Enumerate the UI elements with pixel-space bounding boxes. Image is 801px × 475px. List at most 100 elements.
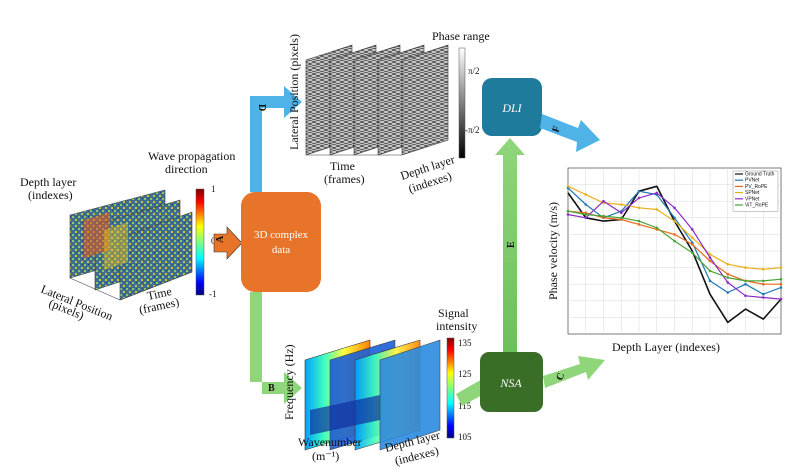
left-colorbar-tick-mid: 0 [211, 236, 216, 246]
chart-ylabel: Phase velocity (m/s) [546, 202, 560, 300]
left-colorbar [195, 188, 205, 296]
chart-data-point [637, 206, 641, 210]
chart-data-point [708, 256, 712, 259]
nsa-box [480, 352, 543, 412]
chart-data-point [726, 276, 730, 279]
bottom-colorbar-tick-105: 105 [458, 432, 472, 442]
chart-data-point [726, 291, 730, 294]
dli-box-label: DLI [501, 101, 522, 115]
bottom-colorbar [446, 337, 455, 439]
chart-data-point [744, 279, 747, 283]
arrow-f-label: F [550, 125, 562, 135]
chart-data-point [655, 226, 659, 230]
chart-data-point [691, 236, 694, 239]
left-time-label-1: Time [146, 284, 173, 303]
center-box-line1: 3D complex [254, 229, 309, 241]
chart-data-point [673, 239, 676, 243]
dli-box [482, 78, 542, 136]
phase-range-label: Phase range [432, 29, 490, 43]
chart-data-point [566, 185, 570, 188]
chart-data-point [779, 286, 783, 289]
arrow-d [250, 86, 302, 192]
wave-propagation-label-1: Wave propagation [148, 149, 235, 163]
chart-legend-label: PVNet [745, 178, 760, 184]
chart-data-point [602, 214, 605, 218]
chart-data-point [744, 266, 747, 269]
bottom-colorbar-tick-125: 125 [458, 369, 472, 379]
top-phase-stack [305, 44, 449, 156]
chart-data-point [708, 269, 712, 273]
chart-data-point [584, 203, 588, 206]
center-box-line2: data [272, 244, 290, 256]
chart-data-point [744, 294, 747, 298]
top-colorbar-tick-bottom: -π/2 [465, 125, 480, 135]
chart-legend-label: Ground Truth [745, 172, 775, 178]
left-time-label-2: (frames) [138, 295, 181, 317]
chart-legend-label: PV_RoPE [745, 184, 768, 190]
wave-propagation-label-2: direction [165, 162, 208, 176]
chart-legend-label: ViT_RoPE [745, 203, 769, 209]
chart-data-point [620, 203, 623, 206]
arrow-f [540, 114, 600, 152]
nsa-box-label: NSA [499, 376, 522, 390]
top-colorbar-tick-top: π/2 [468, 66, 480, 76]
chart-data-point [602, 199, 605, 203]
arrow-a-label: A [215, 235, 226, 243]
bottom-spectrum-stack [304, 339, 441, 451]
arrow-b [250, 292, 302, 404]
chart-data-point [655, 208, 659, 211]
chart-data-point [620, 216, 623, 220]
arrow-e [495, 138, 525, 352]
arrow-b-label: B [268, 383, 275, 394]
chart-data-point [744, 282, 747, 286]
chart-data-point [637, 196, 641, 200]
chart-data-point [620, 211, 623, 215]
chart-data-point [762, 279, 765, 283]
chart-data-point [691, 251, 694, 254]
bottom-colorbar-tick-115: 115 [458, 401, 472, 411]
chart-data-point [673, 206, 676, 210]
chart-xlabel: Depth Layer (indexes) [612, 340, 720, 354]
wavenumber-label-2: (m⁻¹) [312, 449, 339, 463]
chart-data-point [762, 268, 765, 271]
top-time-label-2: (frames) [324, 172, 365, 186]
chart-data-point [655, 191, 659, 195]
chart-data-point [779, 266, 783, 269]
left-colorbar-tick-top: 1 [211, 184, 216, 194]
chart-data-point [637, 223, 641, 226]
arrow-spectrum-to-nsa [456, 378, 484, 406]
chart-data-point [779, 297, 783, 301]
frequency-label: Frequency (Hz) [282, 344, 296, 420]
chart-data-point [726, 263, 730, 266]
chart-data-point [762, 296, 765, 299]
chart-legend-label: SPNet [745, 190, 760, 196]
left-colorbar-tick-bottom: -1 [209, 289, 217, 299]
chart-legend-label: VPNet [745, 196, 760, 202]
chart-data-point [637, 189, 641, 193]
chart-data-point [691, 228, 694, 231]
chart-data-point [584, 216, 588, 220]
left-depth-label-1: Depth layer [20, 175, 76, 189]
chart-data-point [708, 253, 712, 256]
chart-data-point [762, 282, 765, 286]
chart-series-group [566, 185, 783, 324]
bottom-colorbar-tick-135: 135 [458, 338, 472, 348]
chart-data-point [673, 219, 676, 223]
chart-data-point [673, 233, 676, 236]
chart-data-point [779, 282, 783, 286]
arrow-c [543, 356, 605, 388]
left-wave-stack [69, 189, 193, 301]
chart-data-point [726, 272, 730, 276]
chart-data-point [762, 292, 765, 296]
arrow-d-label: D [256, 104, 267, 111]
chart-data-point [673, 216, 676, 220]
chart-data-point [584, 213, 588, 216]
left-depth-label-2: (indexes) [28, 188, 73, 202]
arrow-c-label: C [554, 371, 567, 382]
chart-data-point [708, 259, 712, 263]
top-time-label-1: Time [330, 159, 355, 173]
chart-data-point [779, 277, 783, 281]
top-lateral-label: Lateral Position (pixels) [287, 34, 301, 150]
signal-intensity-label-1: Signal [438, 306, 469, 320]
